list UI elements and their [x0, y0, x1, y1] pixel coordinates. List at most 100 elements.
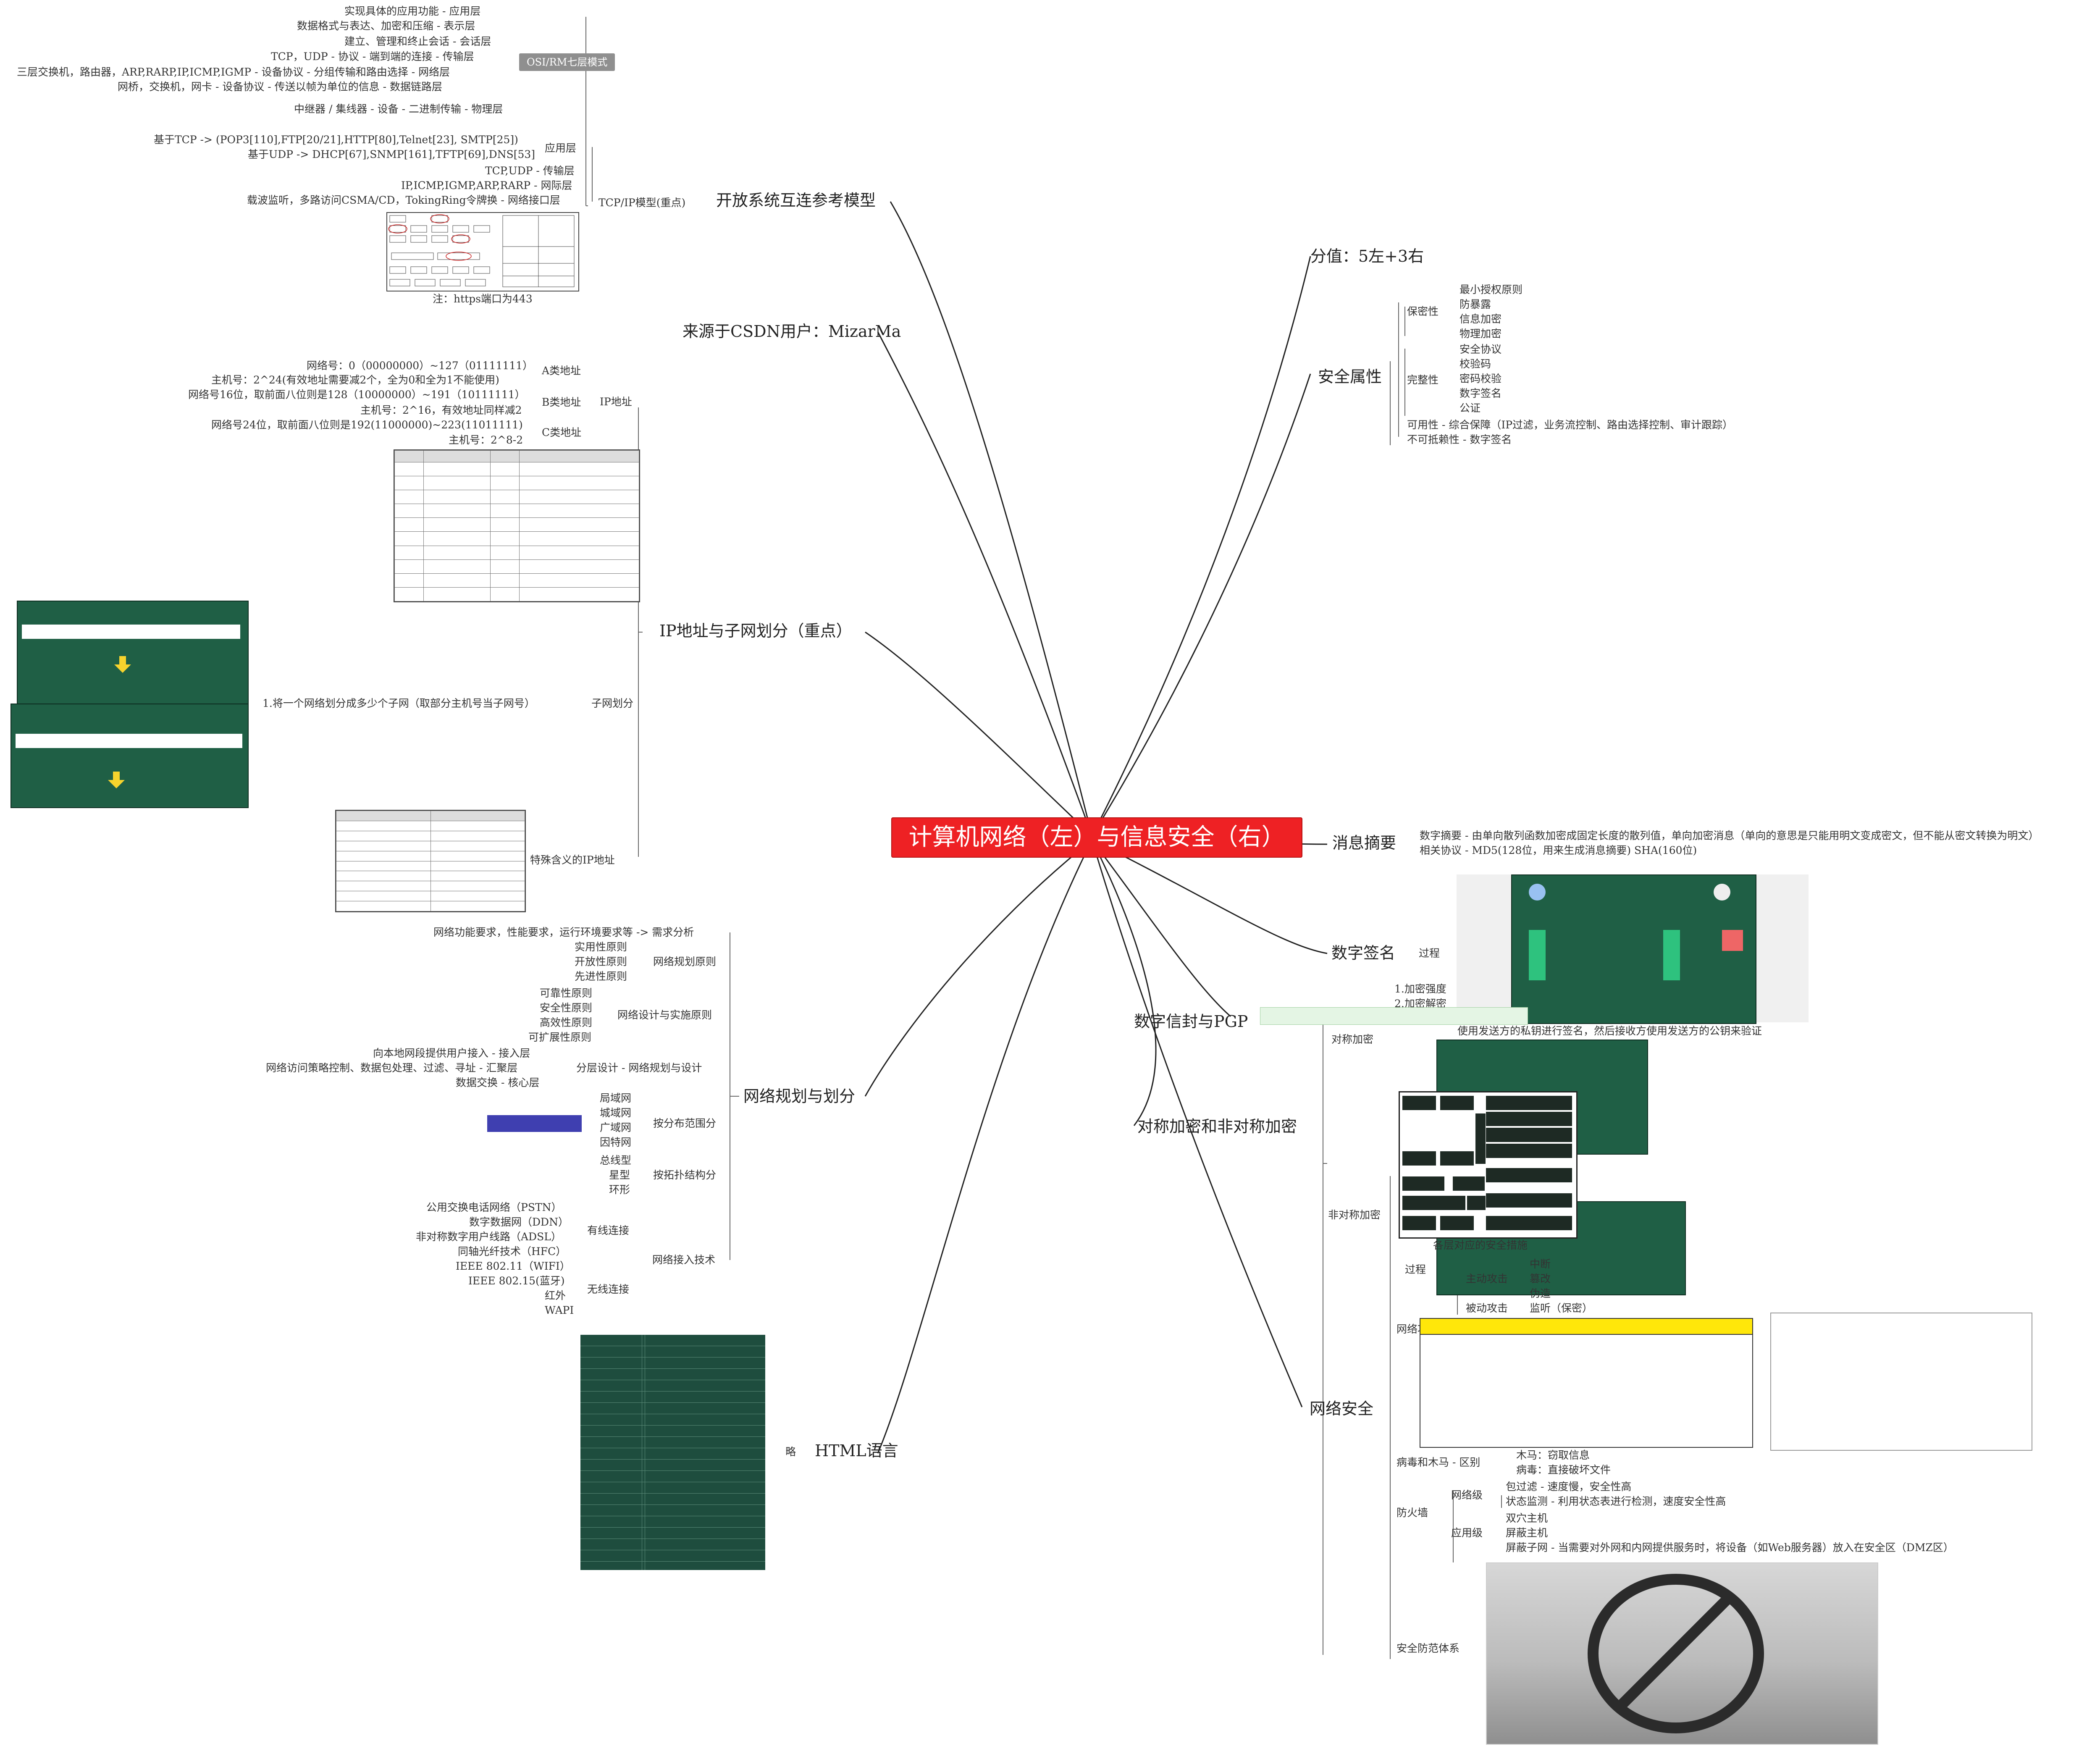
- dist-item-3: 广域网: [600, 1121, 632, 1134]
- wireless-item-2: IEEE 802.15(蓝牙): [468, 1275, 565, 1287]
- passive-attack: 被动攻击: [1466, 1302, 1508, 1314]
- conf-item-3: 信息加密: [1460, 313, 1502, 325]
- tcpip-app-udp: 基于UDP -> DHCP[67],SNMP[161],TFTP[69],DNS…: [248, 148, 536, 160]
- subnet-desc: 1.将一个网络划分成多少个子网（取部分主机号当子网号）: [262, 697, 535, 709]
- firewall-box: [1402, 1176, 1444, 1191]
- ipsec-box: [1453, 1176, 1485, 1191]
- html-tag-row: [580, 1482, 765, 1494]
- special-ip-label: 特殊含义的IP地址: [530, 854, 615, 866]
- layer-access: 向本地网段提供用户接入 - 接入层: [373, 1047, 530, 1059]
- layer-physical: [1486, 1216, 1572, 1230]
- design-item-4: 可扩展性原则: [528, 1031, 592, 1043]
- design-item-3: 高效性原则: [540, 1016, 593, 1029]
- ciphertext-block: [1663, 930, 1680, 980]
- html-tag-row: [580, 1437, 765, 1448]
- ip-line-6: 主机号：2^8-2: [449, 434, 523, 446]
- design-item-2: 安全性原则: [540, 1002, 593, 1014]
- ip-line-4: 主机号：2^16，有效地址同样减2: [360, 404, 522, 416]
- html-tag-row: [580, 1550, 765, 1562]
- html-tag-row: [580, 1460, 765, 1471]
- down-arrow-icon: [114, 656, 131, 673]
- subnet-table-row: [16, 734, 242, 748]
- subnet-example-image-1: [17, 601, 249, 704]
- app-level-label: 应用级: [1451, 1527, 1483, 1539]
- dist-label: 按分布范围分: [653, 1117, 717, 1129]
- active-attack: 主动攻击: [1466, 1273, 1508, 1285]
- layer-core: 数据交换 - 核心层: [456, 1076, 540, 1089]
- center-topic[interactable]: 计算机网络（左）与信息安全（右）: [891, 817, 1302, 858]
- net-item-1: 包过滤 - 速度慢，安全性高: [1506, 1481, 1632, 1493]
- subnet-example-image-2: [10, 704, 249, 808]
- html-tag-row: [580, 1448, 765, 1460]
- pgp-title[interactable]: 数字信封与PGP: [1134, 1012, 1248, 1031]
- ssl-box: [1475, 1113, 1486, 1164]
- digest-line-1: 数字摘要 - 由单向散列函数加密成固定长度的散列值，单向加密消息（单向的意思是只…: [1420, 830, 2039, 842]
- pgp-item-1: 1.加密强度: [1394, 983, 1446, 995]
- wireless-item-1: IEEE 802.11（WIFI）: [456, 1260, 570, 1272]
- plaintext-block: [1529, 930, 1546, 980]
- layer-label: 分层设计 - 网络规划与设计: [576, 1062, 702, 1074]
- html-title[interactable]: HTML语言: [815, 1441, 898, 1460]
- conf-item-4: 物理加密: [1460, 328, 1502, 340]
- needs-analysis: 网络功能要求，性能要求，运行环境要求等 -> 需求分析: [433, 926, 694, 938]
- html-tag-row: [580, 1528, 765, 1539]
- signature-title[interactable]: 数字签名: [1331, 944, 1396, 962]
- plan-label: 网络规划原则: [653, 956, 717, 968]
- ip-title[interactable]: IP地址与子网划分（重点）: [659, 622, 852, 640]
- wired-item-3: 非对称数字用户线路（ADSL）: [416, 1231, 562, 1243]
- attack-table-header: [1420, 1319, 1752, 1335]
- topo-item-1: 总线型: [600, 1154, 632, 1166]
- html-tag-row: [580, 1403, 765, 1414]
- signature-process: 过程: [1419, 947, 1440, 959]
- html-tag-row: [580, 1539, 765, 1550]
- osi-layer-6: 网桥，交换机，网卡 - 设备协议 - 传送以帧为单位的信息 - 数据链路层: [118, 81, 443, 93]
- ip-class-table: [394, 449, 640, 602]
- access-label: 网络接入技术: [652, 1254, 716, 1266]
- digest-title[interactable]: 消息摘要: [1332, 834, 1396, 852]
- app-item-1: 双穴主机: [1506, 1512, 1548, 1524]
- isolation-box: [1402, 1216, 1436, 1230]
- planning-title[interactable]: 网络规划与划分: [743, 1087, 856, 1105]
- special-ip-table: [335, 810, 526, 912]
- receiver-icon: [1714, 884, 1730, 901]
- asymmetric-label: 非对称加密: [1328, 1209, 1381, 1221]
- https-port-note: 注：https端口为443: [433, 293, 533, 305]
- plan-item-2: 开放性原则: [575, 956, 627, 968]
- layer-session: [1486, 1128, 1572, 1142]
- shield-box: [1440, 1216, 1474, 1230]
- sender-icon: [1529, 884, 1546, 901]
- layer-datalink: [1486, 1193, 1572, 1208]
- ip-line-1: 网络号：0（00000000）~127（01111111）: [307, 360, 533, 372]
- attack-type-table: [1420, 1318, 1753, 1448]
- osi-title[interactable]: 开放系统互连参考模型: [716, 191, 876, 210]
- class-a-label: A类地址: [542, 365, 581, 377]
- html-tag-row: [580, 1505, 765, 1516]
- wireless-item-4: WAPI: [545, 1304, 574, 1316]
- pgp-note: [1260, 1007, 1528, 1025]
- html-tag-row: [580, 1346, 765, 1357]
- topo-label: 按拓扑结构分: [653, 1169, 717, 1181]
- topo-item-2: 星型: [609, 1169, 630, 1181]
- net-level-label: 网络级: [1451, 1489, 1483, 1501]
- ip-line-5: 网络号24位，取前面八位则是192(11000000)~223(11011111…: [211, 419, 523, 431]
- pgp-box: [1402, 1096, 1436, 1110]
- int-item-4: 数字签名: [1460, 387, 1502, 399]
- security-title[interactable]: 网络安全: [1310, 1399, 1374, 1418]
- score-title[interactable]: 分值：5左+3右: [1310, 247, 1424, 265]
- html-tag-table: [580, 1335, 765, 1570]
- wired-item-2: 数字数据网（DDN）: [469, 1216, 569, 1228]
- sym-title[interactable]: 对称加密和非对称加密: [1137, 1117, 1297, 1136]
- tcpip-transport: TCP,UDP - 传输层: [485, 165, 575, 177]
- ip-address-label: IP地址: [600, 396, 632, 408]
- down-arrow-icon: [108, 772, 125, 788]
- int-item-2: 校验码: [1460, 358, 1491, 370]
- osi-layer-2: 数据格式与表达、加密和压缩 - 表示层: [297, 20, 475, 32]
- design-item-1: 可靠性原则: [540, 987, 593, 999]
- attr-title[interactable]: 安全属性: [1318, 368, 1382, 386]
- html-skip: 略: [785, 1446, 796, 1458]
- dist-item-4: 因特网: [600, 1136, 632, 1148]
- html-tag-row: [580, 1335, 765, 1346]
- osi-layer-5: 三层交换机，路由器，ARP,RARP,IP,ICMP,IGMP - 设备协议 -…: [17, 66, 450, 78]
- l2tp-box: [1467, 1196, 1486, 1210]
